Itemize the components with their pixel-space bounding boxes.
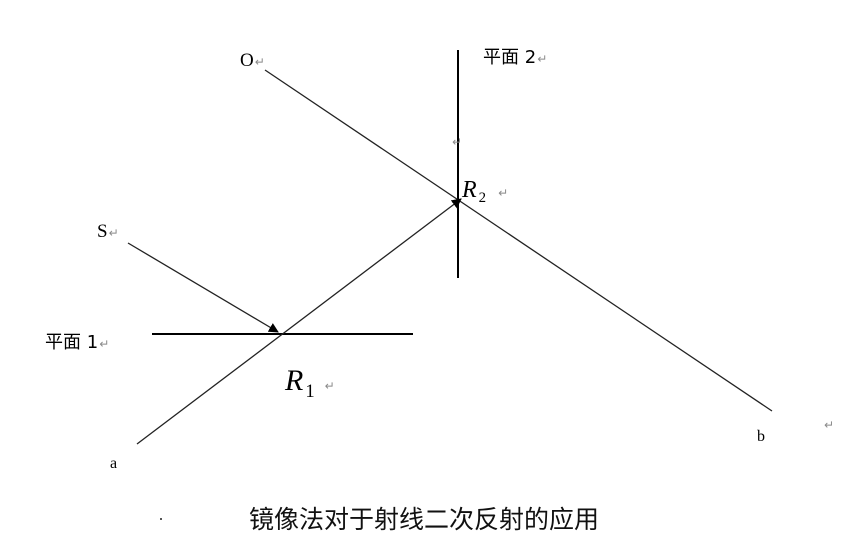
r2-base: R — [462, 177, 477, 203]
trailing-mark: ↵ — [823, 417, 834, 433]
label-point-s: S↵ — [97, 222, 119, 241]
ray-o-to-b — [264, 69, 773, 412]
paragraph-mark-icon: ↵ — [254, 55, 265, 69]
paragraph-mark-icon: ↵ — [498, 186, 509, 200]
ray-s-to-r1 — [127, 242, 279, 333]
label-plane-1: 平面 1↵ — [45, 334, 109, 352]
r1-subscript: 1 — [305, 380, 315, 402]
diagram-caption: 镜像法对于射线二次反射的应用 — [248, 505, 599, 534]
point-s-text: S — [97, 221, 108, 242]
paragraph-mark-icon: ↵ — [452, 135, 462, 149]
paragraph-mark-icon: ↵ — [99, 337, 110, 351]
paragraph-mark-icon: ↵ — [824, 418, 835, 432]
plane-1-text: 平面 1 — [45, 332, 99, 353]
r2-subscript: 2 — [478, 190, 487, 207]
point-o-text: O — [240, 50, 254, 71]
plane-2-text: 平面 2 — [483, 47, 537, 68]
ray-a-to-r2 — [136, 198, 462, 445]
paragraph-mark-icon: ↵ — [108, 226, 119, 240]
paragraph-mark-icon: ↵ — [537, 52, 548, 66]
label-point-a: a — [110, 456, 117, 472]
label-plane-2: 平面 2↵ — [483, 49, 547, 67]
point-a-text: a — [110, 455, 118, 472]
stray-dot — [160, 518, 162, 520]
paragraph-mark-icon: ↵ — [324, 379, 335, 393]
label-point-b: b — [757, 429, 765, 445]
point-b-text: b — [757, 428, 765, 445]
r1-base: R — [285, 364, 304, 397]
label-point-o: O↵ — [240, 51, 265, 70]
